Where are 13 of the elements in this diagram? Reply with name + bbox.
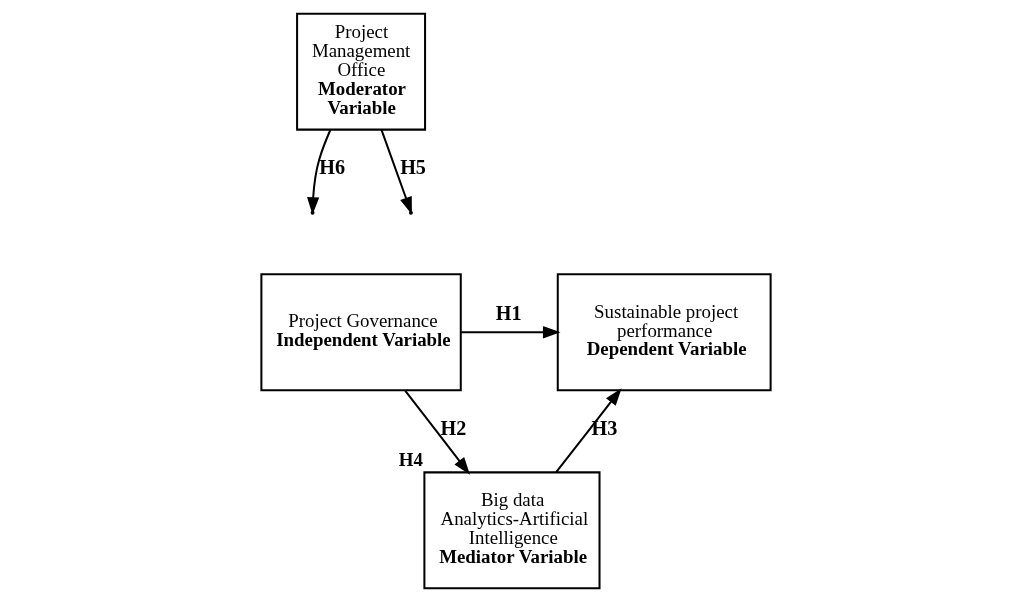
arrow [404, 390, 470, 475]
edge-label: H2 [440, 416, 467, 439]
edge-label: H6 [319, 156, 346, 179]
node-box: Project Governance Independent Variable [260, 273, 462, 392]
edge-label: H3 [591, 416, 618, 439]
edge-label: H5 [400, 156, 426, 179]
arrow [555, 388, 622, 473]
node-label: H4 [398, 448, 423, 470]
node-box: Big data Analytics-Artificial Intelligence Mediator Variable [423, 471, 601, 590]
node-box: Project Management Office Moderator Variable [296, 12, 427, 131]
node-box: Sustainable project performance Dependent Variable [556, 273, 772, 392]
edge-label: H1 [495, 302, 522, 325]
arrow [461, 326, 561, 339]
